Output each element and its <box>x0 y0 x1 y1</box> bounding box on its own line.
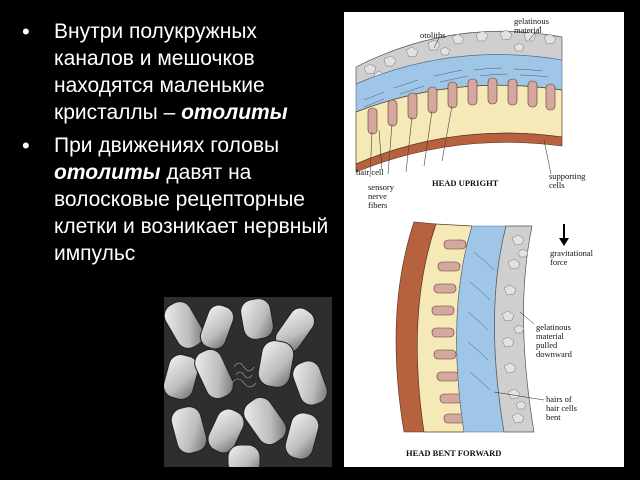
bullet-list: • Внутри полукружных каналов и мешочков … <box>18 18 338 273</box>
otolith-micrograph <box>164 297 332 467</box>
bullet-item-otoliths: • Внутри полукружных каналов и мешочков … <box>18 18 338 126</box>
bullet-dot-icon: • <box>22 133 30 158</box>
label-gelatinous-2: gelatinous <box>536 322 571 332</box>
bullet-emphasis: отолиты <box>181 101 288 124</box>
label-gelatinous: gelatinous <box>514 16 549 26</box>
bullet-emphasis: отолиты <box>54 161 161 184</box>
bullet-tail: давят на волосковые рецепторные клетки и… <box>54 161 329 265</box>
label-head-bent-forward: HEAD BENT FORWARD <box>406 448 501 458</box>
label-material: material <box>514 25 542 35</box>
label-fibers: fibers <box>368 200 387 210</box>
bullet-item-movement: • При движениях головы отолиты давят на … <box>18 132 338 267</box>
macula-diagram: otoliths gelatinous material hair cell s… <box>344 12 624 467</box>
head-bent-panel: gravitational force gelatinous material … <box>395 221 594 458</box>
label-hairs-of: hairs of <box>546 394 572 404</box>
label-sensory: sensory <box>368 182 395 192</box>
label-head-upright: HEAD UPRIGHT <box>432 178 499 188</box>
head-upright-panel: otoliths gelatinous material hair cell s… <box>354 16 586 210</box>
bullet-text: При движениях головы <box>54 134 280 157</box>
label-nerve: nerve <box>368 191 387 201</box>
label-material-2: material <box>536 331 564 341</box>
label-force: force <box>550 257 568 267</box>
label-bent: bent <box>546 412 561 422</box>
gravity-arrow-icon <box>559 224 569 246</box>
label-cells: cells <box>549 180 565 190</box>
label-gravitational: gravitational <box>550 248 594 258</box>
label-supporting: supporting <box>549 171 586 181</box>
label-otoliths: otoliths <box>420 30 446 40</box>
bullet-text: Внутри полукружных каналов и мешочков на… <box>54 20 265 124</box>
label-downward: downward <box>536 349 573 359</box>
label-hair-cells: hair cells <box>546 403 577 413</box>
bullet-dot-icon: • <box>22 19 30 44</box>
label-pulled: pulled <box>536 340 558 350</box>
label-hair-cell: hair cell <box>356 167 384 177</box>
